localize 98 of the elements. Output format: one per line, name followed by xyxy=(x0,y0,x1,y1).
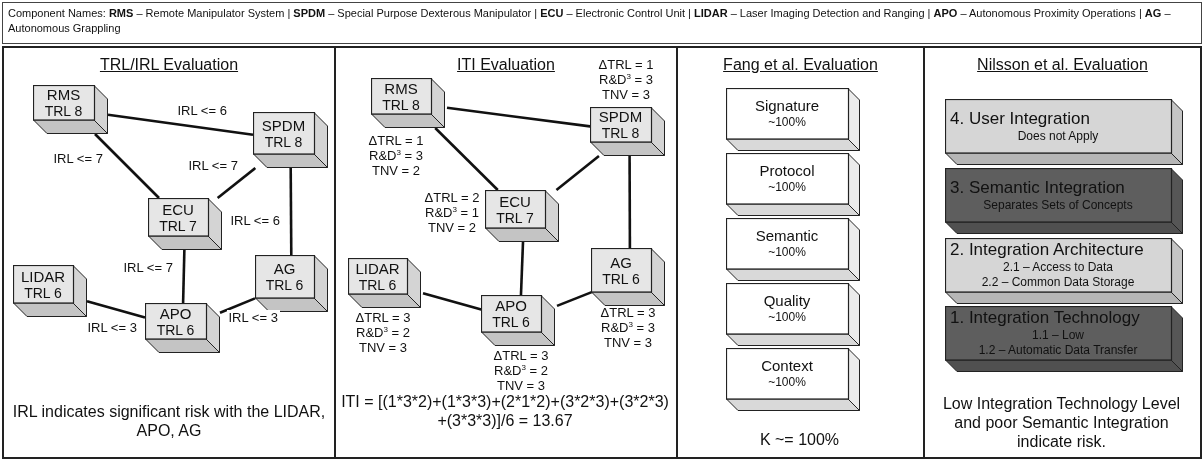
3d-block xyxy=(726,348,860,411)
3d-block xyxy=(945,306,1183,372)
3d-block xyxy=(371,78,445,128)
connector-line xyxy=(628,156,632,248)
3d-block xyxy=(726,88,860,151)
block-title: 4. User Integration xyxy=(949,108,1090,129)
3d-block xyxy=(33,85,108,134)
block-title: 2. Integration Architecture xyxy=(949,240,1144,260)
block-subtitle: TRL 8 xyxy=(264,133,303,150)
connector-line xyxy=(434,127,499,191)
3d-block xyxy=(945,238,1183,304)
evaluation-panel xyxy=(336,46,678,459)
block-subtitle: Separates Sets of Concepts xyxy=(983,197,1133,213)
3d-block xyxy=(253,112,328,168)
block-subtitle: 1.2 – Automatic Data Transfer xyxy=(978,343,1138,358)
panel-note: ITI = [(1*3*2)+(1*3*3)+(2*1*2)+(3*2*3)+(3*2*3) +(3*3*3)]/6 = 13.67 xyxy=(341,392,669,430)
panel-title: TRL/IRL Evaluation xyxy=(99,56,239,73)
connector-line xyxy=(94,133,160,199)
block-subtitle: 1.1 – Low xyxy=(1031,328,1084,343)
metric-note: ΔTRL = 1 R&D$^{3}$ = 3 TNV = 3 xyxy=(597,57,655,102)
block-subtitle: TRL 6 xyxy=(24,284,62,301)
block-title: LIDAR xyxy=(355,259,400,277)
block-subtitle: TRL 6 xyxy=(358,276,397,293)
block-subtitle: ~100% xyxy=(768,244,806,260)
block-subtitle: TRL 6 xyxy=(492,314,530,330)
connector-line xyxy=(555,155,600,191)
block-subtitle: TRL 8 xyxy=(601,125,640,141)
block-title: SPDM xyxy=(598,108,643,125)
block-title: Context xyxy=(761,357,813,374)
block-subtitle: 2.2 – Common Data Storage xyxy=(981,275,1135,290)
block-subtitle: TRL 6 xyxy=(265,277,304,293)
3d-block xyxy=(481,295,555,346)
block-subtitle: ~100% xyxy=(768,309,806,325)
panel-title: Nilsson et al. Evaluation xyxy=(977,56,1148,73)
block-subtitle: TRL 8 xyxy=(382,96,420,113)
block-title: RMS xyxy=(384,79,418,97)
panel-title: Fang et al. Evaluation xyxy=(723,56,878,73)
block-title: APO xyxy=(159,304,192,322)
block-title: Signature xyxy=(754,97,820,114)
connector-line xyxy=(519,241,525,296)
3d-block xyxy=(590,107,665,156)
block-title: LIDAR xyxy=(20,267,66,285)
block-subtitle: ~100% xyxy=(768,179,806,195)
connector-line xyxy=(446,106,593,128)
connector-line xyxy=(181,249,186,304)
metric-note: ΔTRL = 3 R&D$^{3}$ = 2 TNV = 3 xyxy=(492,348,550,393)
block-title: Semantic xyxy=(755,227,819,244)
connector-line xyxy=(289,168,293,255)
metric-note: ΔTRL = 3 R&D$^{3}$ = 2 TNV = 3 xyxy=(354,310,412,355)
3d-block xyxy=(726,218,860,281)
connector-line xyxy=(216,167,257,199)
block-title: AG xyxy=(273,260,296,277)
3d-block xyxy=(13,265,87,317)
block-subtitle: ~100% xyxy=(768,374,806,390)
block-title: APO xyxy=(495,297,527,314)
panel-note: Low Integration Technology Level and poor Semantic Integration indicate risk. xyxy=(941,394,1182,451)
edge-label: IRL <= 3 xyxy=(226,309,280,325)
block-title: Quality xyxy=(763,292,811,309)
component-names-note: Component Names: RMS – Remote Manipulator System | SPDM – Special Purpose Dexterous Manipulator | ECU – Electronic Control Unit | LIDAR – Laser Imaging Detection and Ranging | APO – Autonomous Proximity Operations | AG – Autonomous Grappling xyxy=(2,2,1202,44)
block-title: 3. Semantic Integration xyxy=(949,177,1125,198)
evaluation-panel xyxy=(925,46,1202,459)
connector-line xyxy=(107,113,254,137)
block-subtitle: 2.1 – Access to Data xyxy=(1002,260,1114,275)
metric-note: ΔTRL = 1 R&D$^{3}$ = 3 TNV = 2 xyxy=(367,133,425,178)
3d-block xyxy=(148,198,222,250)
connector-line xyxy=(86,300,146,319)
block-title: AG xyxy=(610,253,632,271)
block-subtitle: TRL 7 xyxy=(496,209,534,226)
block-subtitle: ~100% xyxy=(768,114,806,130)
block-title: Protocol xyxy=(759,162,815,179)
evaluation-panel xyxy=(678,46,925,459)
3d-block xyxy=(591,248,665,306)
block-title: ECU xyxy=(162,200,194,218)
panel-note: K ~= 100% xyxy=(758,430,841,449)
connector-line xyxy=(556,290,594,308)
block-subtitle: TRL 7 xyxy=(159,217,197,234)
connector-line xyxy=(422,292,484,312)
block-title: 1. Integration Technology xyxy=(949,308,1140,328)
3d-block xyxy=(726,283,860,346)
3d-block xyxy=(145,303,220,353)
3d-block xyxy=(485,190,559,242)
block-subtitle: TRL 6 xyxy=(156,321,195,338)
3d-block xyxy=(945,99,1183,165)
metric-note: ΔTRL = 3 R&D$^{3}$ = 3 TNV = 3 xyxy=(599,305,657,350)
block-title: RMS xyxy=(46,86,81,103)
metric-note: ΔTRL = 2 R&D$^{3}$ = 1 TNV = 2 xyxy=(423,190,481,235)
panel-note: IRL indicates significant risk with the LIDAR, APO, AG xyxy=(11,402,327,440)
3d-block xyxy=(726,153,860,216)
3d-block xyxy=(255,255,328,312)
block-subtitle: Does not Apply xyxy=(1017,128,1099,144)
connector-line xyxy=(219,297,256,314)
block-title: SPDM xyxy=(261,116,306,134)
panel-title: ITI Evaluation xyxy=(457,56,555,73)
3d-block xyxy=(348,258,421,308)
3d-block xyxy=(945,168,1183,234)
block-subtitle: TRL 6 xyxy=(602,270,640,287)
block-subtitle: TRL 8 xyxy=(44,103,83,119)
block-title: ECU xyxy=(499,192,531,210)
